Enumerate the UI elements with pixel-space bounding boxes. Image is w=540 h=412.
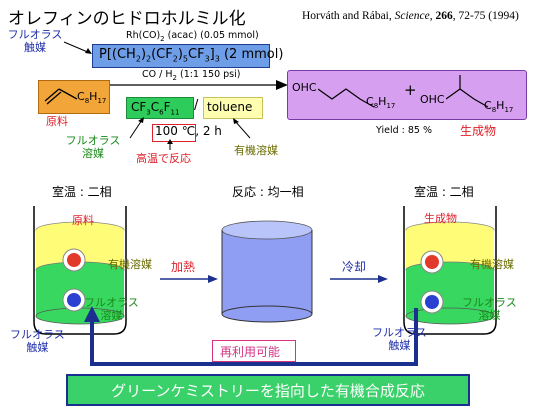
ligand-formula: P[(CH2)2(CF2)5CF3]3 (2 mmol)	[99, 47, 284, 64]
cool-label: 冷却	[342, 260, 367, 274]
right-catalyst-label: フルオラス 触媒	[372, 326, 427, 352]
recycle-arrow	[84, 306, 418, 366]
olefin-structure	[44, 88, 78, 105]
toluene: toluene	[207, 100, 253, 114]
reactant-box: C8H17	[38, 80, 110, 114]
high-temp-label: 高温で反応	[136, 152, 191, 165]
product-label: 生成物	[460, 124, 497, 138]
right-fluorous-label: フルオラス 溶媒	[462, 296, 517, 322]
temperature-box	[152, 124, 196, 142]
citation: Horváth and Rábai, Science, 266, 72-75 (…	[302, 10, 519, 22]
organic-solvent-label: 有機溶媒	[234, 144, 278, 157]
fluorous-solvent-formula: CF3C6F11	[131, 100, 180, 117]
reactant-label: 原料	[46, 115, 68, 128]
cool-arrow	[330, 275, 388, 283]
left-organic-label: 有機溶媒	[108, 258, 152, 271]
reaction-arrow	[110, 80, 288, 90]
page-title: オレフィンのヒドロホルミル化	[8, 9, 246, 29]
right-beaker	[403, 206, 497, 335]
product-left-prefix: OHC	[292, 81, 317, 94]
left-catalyst-label: フルオラス 触媒	[10, 328, 65, 354]
left-beaker	[33, 206, 127, 335]
right-stage-title: 室温 : 二相	[414, 185, 474, 199]
left-beaker-top-label: 原料	[72, 214, 94, 227]
product-right-prefix: OHC	[420, 93, 445, 106]
ligand-box: P[(CH2)2(CF2)5CF3]3 (2 mmol)	[92, 44, 283, 68]
middle-stage-title: 反応 : 均一相	[232, 185, 304, 199]
plus-sign: +	[404, 81, 417, 99]
heat-label: 加熱	[171, 260, 196, 274]
heat-arrow	[160, 275, 218, 283]
products-box: OHC C8H17 + OHC C8H17	[287, 70, 527, 120]
right-organic-label: 有機溶媒	[470, 258, 514, 271]
bottom-banner	[66, 374, 470, 406]
right-beaker-top-label: 生成物	[424, 212, 457, 225]
yield: Yield : 85 %	[376, 125, 432, 136]
catalyst-arrow	[63, 41, 92, 54]
product-right-branch	[446, 75, 489, 108]
catalyst-label: フルオラス 触媒	[7, 28, 63, 54]
product-left-suffix: C8H17	[366, 95, 396, 111]
co-condition: CO / H2 (1:1 150 psi)	[142, 69, 241, 82]
left-stage-title: 室温 : 二相	[52, 185, 112, 199]
slash: /	[194, 98, 199, 113]
reuse-box	[212, 340, 296, 362]
middle-beaker	[221, 220, 313, 323]
reactant-alkyl: C8H17	[77, 90, 107, 106]
fluorous-solvent-label: フルオラス 溶媒	[65, 134, 121, 160]
product-left-chain	[318, 88, 375, 108]
product-right-suffix: C8H17	[484, 99, 514, 115]
temperature: 100 ℃, 2 h	[155, 124, 222, 138]
banner-text: グリーンケミストリーを指向した有機合成反応	[111, 382, 425, 400]
toluene-box: toluene	[203, 97, 263, 119]
left-fluorous-label: フルオラス 溶媒	[84, 296, 139, 322]
fluorous-solvent-box: CF3C6F11	[126, 97, 194, 119]
rh-condition: Rh(CO)2 (acac) (0.05 mmol)	[126, 30, 259, 43]
reuse-label: 再利用可能	[220, 345, 281, 359]
label-arrows	[129, 117, 251, 150]
